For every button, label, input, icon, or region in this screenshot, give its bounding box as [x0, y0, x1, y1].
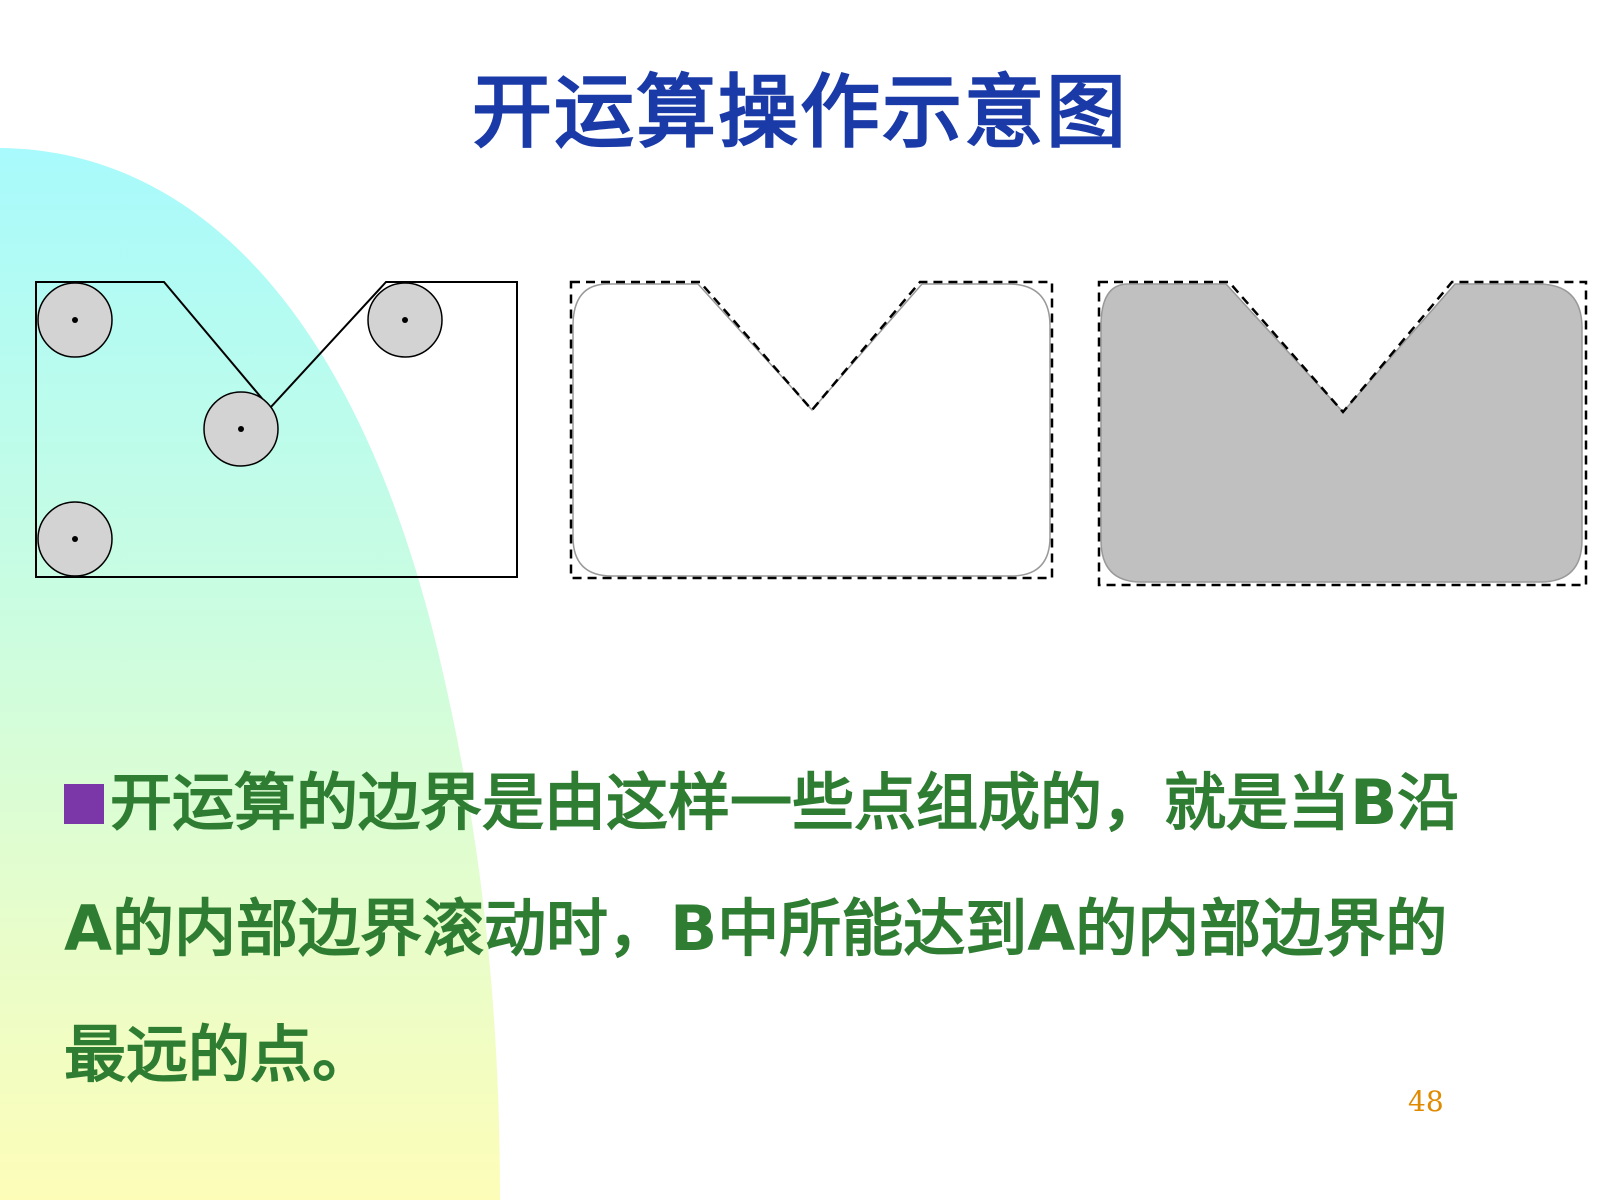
structuring-element-bottom-left	[37, 501, 113, 577]
square-bullet-icon	[64, 784, 104, 824]
page-number: 48	[1408, 1085, 1444, 1118]
set-a-outline	[35, 281, 518, 578]
description-text: 开运算的边界是由这样一些点组成的，就是当B沿A的内部边界滚动时，B中所能达到A的…	[64, 766, 1460, 1091]
description-paragraph: 开运算的边界是由这样一些点组成的，就是当B沿A的内部边界滚动时，B中所能达到A的…	[64, 740, 1504, 1118]
set-a-dashed-outline-result	[1097, 280, 1588, 587]
panel-original-set-with-structuring-element	[35, 281, 518, 578]
set-a-dashed-outline	[569, 280, 1054, 580]
slide-title: 开运算操作示意图	[472, 66, 1128, 159]
panel-opening-result	[1097, 280, 1588, 587]
opening-result-region	[1100, 283, 1583, 583]
structuring-element-top-right	[367, 282, 443, 358]
panel-opening-boundary	[569, 280, 1054, 580]
structuring-element-notch	[203, 391, 279, 467]
opening-boundary-outline	[572, 283, 1051, 577]
structuring-element-top-left	[37, 282, 113, 358]
background-arc-shape	[0, 148, 500, 1200]
